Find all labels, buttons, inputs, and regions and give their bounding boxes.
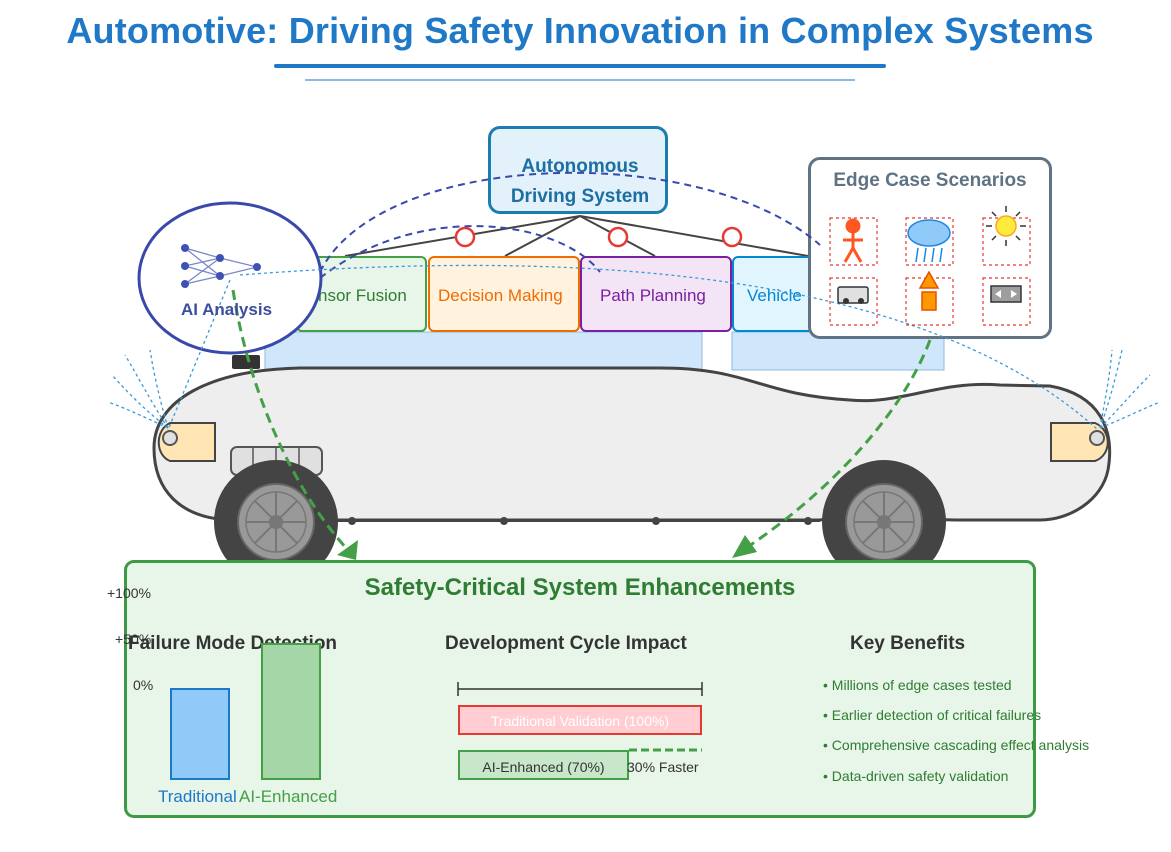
bar-ai-enhanced xyxy=(261,643,321,780)
bar-traditional-label: Traditional xyxy=(158,787,237,806)
door-dot xyxy=(348,517,356,525)
system-title: Autonomous Driving System xyxy=(488,152,672,212)
wheel-front xyxy=(214,460,338,584)
ai-link-sensor-right xyxy=(239,264,1099,431)
edge-case-title: Edge Case Scenarios xyxy=(833,170,1027,191)
system-box xyxy=(488,126,668,214)
traditional-validation-label: Traditional Validation (100%) xyxy=(490,713,670,729)
module-decision-making xyxy=(428,256,580,332)
sensor-rays-left xyxy=(107,349,169,429)
headlight-left-bulb xyxy=(162,430,178,446)
door-dot xyxy=(652,517,660,525)
bar-ai-enhanced-label: AI-Enhanced xyxy=(239,787,338,806)
y-tick-0: 0% xyxy=(133,677,154,693)
connector-nodes xyxy=(454,226,743,248)
y-tick-100: +100% xyxy=(107,585,151,601)
arrow-ai-to-panel xyxy=(231,289,352,554)
sensor-rays-right xyxy=(1099,349,1161,429)
bar-traditional xyxy=(170,688,230,780)
edge-icon-frames xyxy=(829,217,1031,326)
enhancements-title: Safety-Critical System Enhancements xyxy=(364,574,796,601)
obstacle-arrow-icon xyxy=(918,270,940,311)
benefit-item: • Millions of edge cases tested xyxy=(823,677,1012,693)
ai-analysis-label: AI Analysis xyxy=(181,300,273,319)
module-sensor-fusion-label: nsor Fusion xyxy=(318,286,407,305)
traditional-validation-bar xyxy=(458,705,702,735)
ai-enhanced-label: AI-Enhanced (70%) xyxy=(482,759,605,775)
arrow-edge-to-panel xyxy=(739,339,932,554)
benefit-item: • Data-driven safety validation xyxy=(823,768,1009,784)
benefit-item: • Comprehensive cascading effect analysi… xyxy=(823,737,1090,753)
system-title-line1: Autonomous xyxy=(521,156,639,177)
benefit-item: • Earlier detection of critical failures xyxy=(823,707,1042,723)
arrow-ai-head xyxy=(337,540,358,560)
system-title-line2: Driving System xyxy=(510,186,650,207)
vehicle-icon xyxy=(837,286,869,304)
timeline-scale xyxy=(457,682,703,696)
ai-link-system xyxy=(319,171,821,273)
module-decision-making-label: Decision Making xyxy=(438,286,563,305)
arrow-edge-head xyxy=(732,535,757,558)
module-path-planning-label: Path Planning xyxy=(600,286,706,305)
module-path-planning xyxy=(580,256,732,332)
y-tick-50: +50% xyxy=(115,631,152,647)
dev-cycle-title: Development Cycle Impact xyxy=(445,633,687,654)
module-base-left xyxy=(264,331,703,371)
sun-glare-icon xyxy=(986,206,1026,246)
road-sign-icon xyxy=(990,285,1022,303)
pedestrian-icon xyxy=(843,218,863,263)
page-title: Automotive: Driving Safety Innovation in… xyxy=(66,10,1094,51)
door-dot xyxy=(500,517,508,525)
ai-link-path xyxy=(319,225,601,279)
module-vehicle-label: Vehicle xyxy=(747,286,802,305)
door-dot xyxy=(804,517,812,525)
wheel-rear xyxy=(822,460,946,584)
headlight-right-bulb xyxy=(1089,430,1105,446)
title-underline-thin xyxy=(305,79,855,81)
ai-enhanced-bar xyxy=(458,750,629,780)
title-underline xyxy=(274,64,886,68)
neural-network-icon xyxy=(184,247,258,285)
rain-cloud-icon xyxy=(907,219,951,263)
roof-sensor xyxy=(232,355,260,369)
faster-label: 30% Faster xyxy=(627,759,699,775)
key-benefits-title: Key Benefits xyxy=(850,633,966,654)
